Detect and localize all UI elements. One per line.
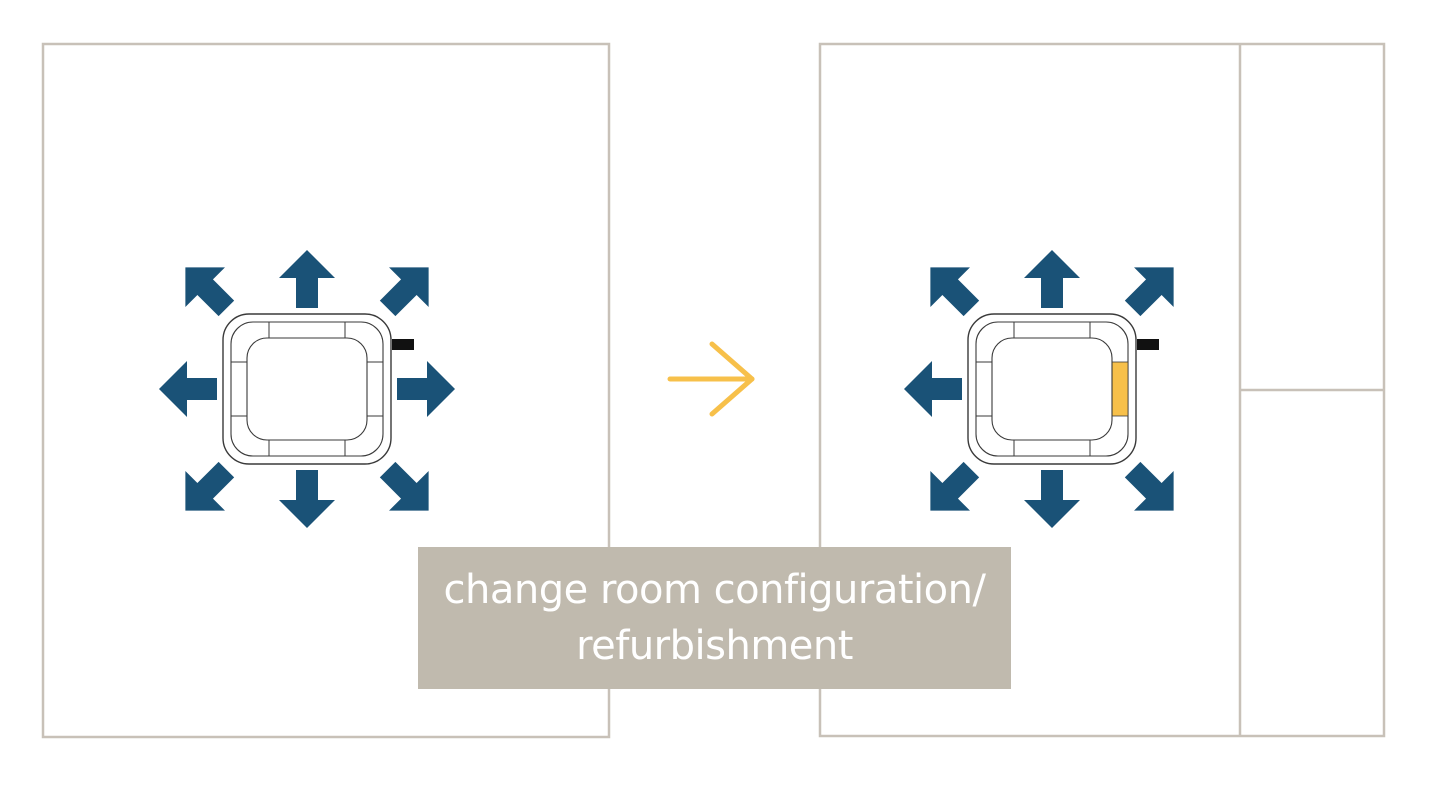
airflow-arrow-left — [159, 361, 217, 417]
caption-line-1: change room configuration/ — [443, 567, 986, 613]
ceiling-cassette-unit-icon — [967, 313, 1159, 465]
caption-line-2: refurbishment — [576, 623, 853, 669]
airflow-arrow-up-right — [367, 247, 449, 329]
airflow-arrow-down — [1024, 470, 1080, 528]
airflow-arrow-down-right — [367, 449, 449, 531]
airflow-arrow-up — [1024, 250, 1080, 308]
cassette-unit-before — [159, 247, 455, 531]
airflow-arrow-up-left — [165, 247, 247, 329]
ceiling-cassette-unit-icon — [222, 313, 414, 465]
right-arrow-icon — [667, 341, 755, 417]
pipe-connector — [1137, 339, 1159, 350]
airflow-arrow-down-right — [1112, 449, 1194, 531]
airflow-arrow-right — [397, 361, 455, 417]
airflow-arrow-left — [904, 361, 962, 417]
airflow-arrow-down-left — [165, 449, 247, 531]
room-wall-before — [41, 42, 611, 739]
airflow-arrow-up-right — [1112, 247, 1194, 329]
airflow-arrow-down — [279, 470, 335, 528]
airflow-arrow-up-left — [910, 247, 992, 329]
room-after — [818, 42, 1386, 738]
caption-box: change room configuration/ refurbishment — [418, 547, 1011, 689]
cassette-unit-after — [904, 247, 1194, 531]
room-before — [41, 42, 611, 739]
airflow-arrow-down-left — [910, 449, 992, 531]
closed-louver-panel — [1110, 361, 1129, 417]
pipe-connector — [392, 339, 414, 350]
airflow-arrow-up — [279, 250, 335, 308]
